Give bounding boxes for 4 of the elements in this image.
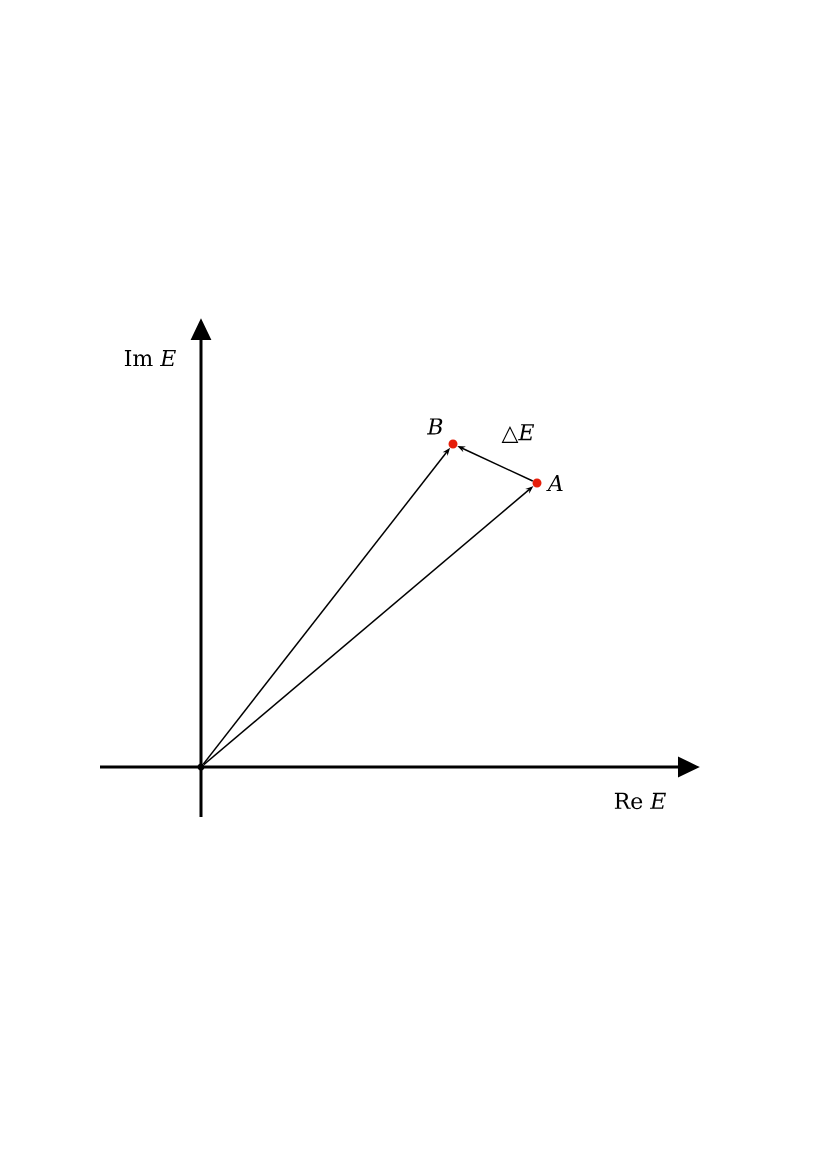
axis-label: Im E (124, 350, 176, 367)
origin-point (197, 763, 205, 771)
edge-label: △E (500, 423, 536, 444)
axis-label: Re E (614, 792, 666, 810)
